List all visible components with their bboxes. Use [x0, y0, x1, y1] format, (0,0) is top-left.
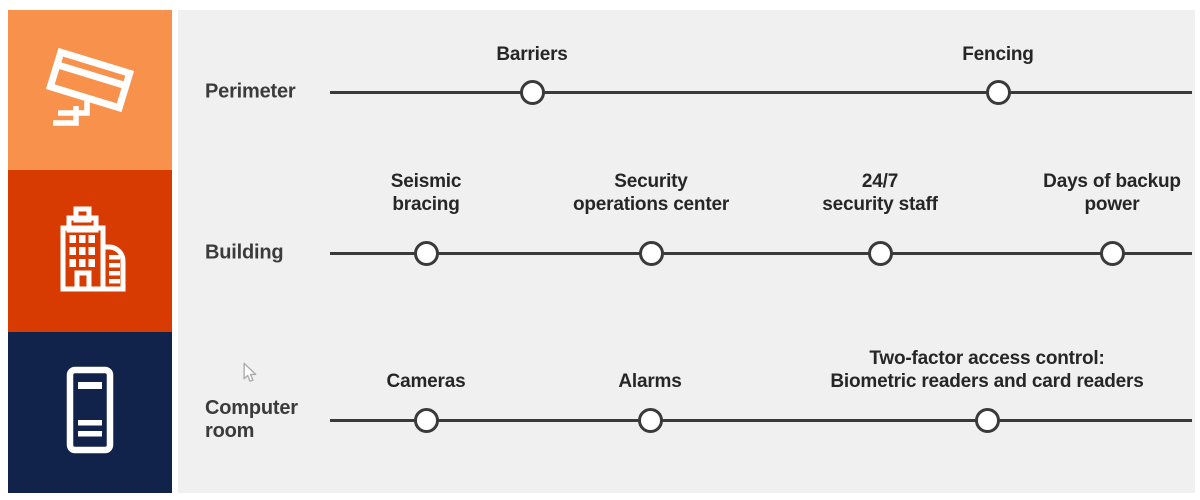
computer-room-block [8, 332, 172, 493]
server-icon [42, 362, 138, 463]
node-label-line: Days of backup [1043, 171, 1181, 192]
perimeter-block [8, 10, 172, 170]
perimeter-node-label-0: Barriers [496, 43, 567, 66]
node-label-line: Two-factor access control: [869, 348, 1105, 369]
node-label-line: Barriers [496, 44, 568, 65]
building-node-0 [413, 240, 439, 266]
computer-room-node-2 [974, 407, 1000, 433]
node-label-line: Security [614, 171, 688, 192]
building-timeline [330, 251, 1192, 255]
node-label-line: Fencing [962, 44, 1034, 65]
building-node-2 [867, 240, 893, 266]
building-icon [42, 201, 138, 302]
computer-room-node-1 [637, 407, 663, 433]
category-rail [8, 10, 172, 493]
perimeter-row-label: Perimeter [205, 80, 296, 104]
computer-room-row-label-line: room [205, 420, 255, 442]
building-row-label: Building [205, 241, 284, 265]
perimeter-node-1 [985, 79, 1011, 105]
node-label-line: power [1084, 194, 1140, 215]
building-block [8, 170, 172, 332]
node-label-line: Biometric readers and card readers [830, 371, 1144, 392]
perimeter-node-label-1: Fencing [962, 43, 1034, 66]
computer-room-node-label-1: Alarms [618, 370, 681, 393]
node-label-line: Cameras [386, 371, 466, 392]
node-label-line: operations center [572, 194, 730, 215]
building-node-3 [1099, 240, 1125, 266]
building-row-label-line: Building [205, 241, 284, 264]
building-node-1 [638, 240, 664, 266]
mouse-cursor [242, 362, 260, 389]
computer-room-row-label-line: Computer [205, 397, 298, 419]
node-label-line: 24/7 [861, 171, 899, 192]
node-label-line: Alarms [618, 371, 682, 392]
computer-room-node-0 [413, 407, 439, 433]
perimeter-node-0 [519, 79, 545, 105]
node-label-line: Seismic [390, 171, 462, 192]
perimeter-timeline [330, 90, 1192, 94]
node-label-line: bracing [392, 194, 460, 215]
security-camera-icon [42, 40, 138, 141]
computer-room-timeline [330, 418, 1192, 422]
node-label-line: security staff [822, 194, 938, 215]
computer-room-node-label-0: Cameras [387, 370, 466, 393]
computer-room-node-label-2: Two-factor access control:Biometric read… [830, 347, 1143, 393]
perimeter-row-label-line: Perimeter [205, 80, 296, 103]
